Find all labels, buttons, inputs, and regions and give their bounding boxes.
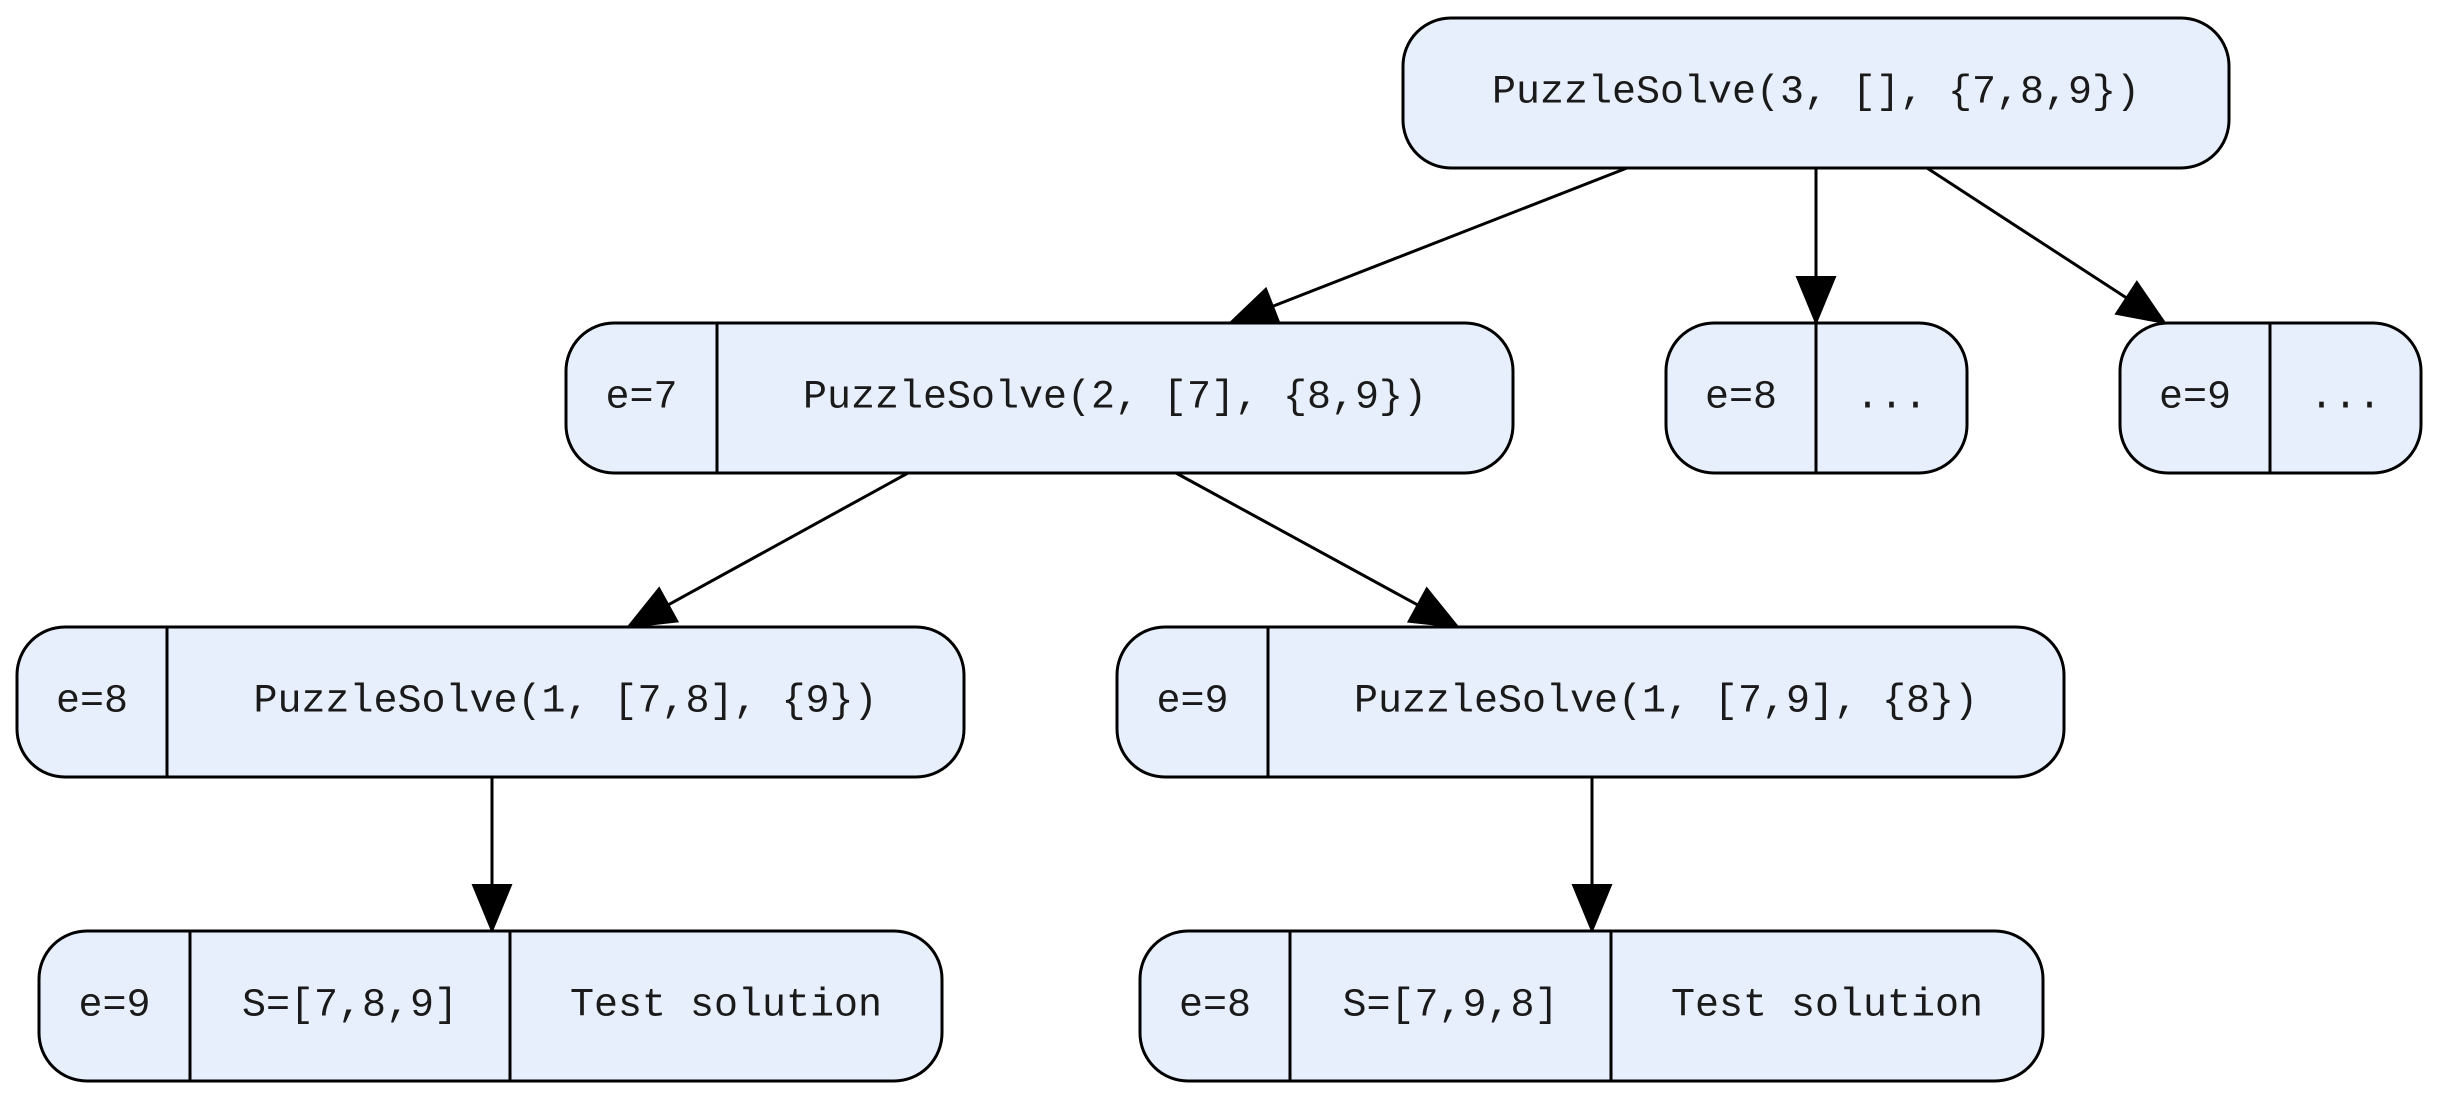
- edge-e7-e9-to-leaf-798: [1571, 777, 1613, 934]
- arrowhead-icon: [1227, 286, 1282, 325]
- node-box: [1138, 929, 2045, 1083]
- edge-e7-e8-to-leaf-789: [471, 777, 513, 934]
- arrowhead-icon: [1795, 276, 1837, 326]
- node-field-text: ...: [2309, 376, 2381, 421]
- node-field-text: e=8: [56, 680, 128, 725]
- node-field-text: PuzzleSolve(3, [], {7,8,9}): [1492, 71, 2140, 116]
- node-field-text: S=[7,9,8]: [1342, 984, 1558, 1029]
- tree-node-e7: e=7 PuzzleSolve(2, [7], {8,9}): [564, 321, 1515, 475]
- node-field-text: ...: [1855, 376, 1927, 421]
- tree-node-e7-e9: e=9 PuzzleSolve(1, [7,9], {8}): [1115, 625, 2066, 779]
- tree-node-e7-e8: e=8 PuzzleSolve(1, [7,8], {9}): [15, 625, 966, 779]
- node-field-text: PuzzleSolve(1, [7,9], {8}): [1354, 680, 1978, 725]
- edge-root-to-e9-top: [1926, 166, 2168, 325]
- edge-e7-to-e7-e8: [625, 471, 909, 629]
- node-box: [1115, 625, 2066, 779]
- arrowhead-icon: [471, 884, 513, 934]
- arrowhead-icon: [625, 586, 680, 629]
- tree-node-e8-top: e=8...: [1664, 321, 1969, 475]
- arrowhead-icon: [2114, 280, 2168, 325]
- arrowhead-icon: [1406, 586, 1461, 629]
- arrowhead-icon: [1571, 884, 1613, 934]
- node-field-text: e=8: [1179, 984, 1251, 1029]
- node-field-text: PuzzleSolve(1, [7,8], {9}): [253, 680, 877, 725]
- edge-e7-to-e7-e9: [1175, 471, 1461, 629]
- tree-node-root: PuzzleSolve(3, [], {7,8,9}): [1401, 16, 2231, 170]
- node-field-text: PuzzleSolve(2, [7], {8,9}): [803, 376, 1427, 421]
- node-field-text: S=[7,8,9]: [242, 984, 458, 1029]
- node-box: [1401, 16, 2231, 170]
- edge-line: [667, 471, 909, 607]
- node-field-text: e=9: [2159, 376, 2231, 421]
- edge-line: [1272, 166, 1628, 308]
- tree-node-leaf-789: e=9 S=[7,8,9] Test solution: [37, 929, 944, 1083]
- edge-line: [1175, 471, 1419, 607]
- node-box: [37, 929, 944, 1083]
- node-box: [564, 321, 1515, 475]
- edge-root-to-e8-top: [1795, 168, 1837, 326]
- node-field-text: e=7: [605, 376, 677, 421]
- node-box: [15, 625, 966, 779]
- tree-node-leaf-798: e=8 S=[7,9,8] Test solution: [1138, 929, 2045, 1083]
- node-field-text: Test solution: [1671, 984, 1983, 1029]
- node-field-text: e=9: [1156, 680, 1228, 725]
- edge-root-to-e7: [1227, 166, 1628, 325]
- node-field-text: e=9: [78, 984, 150, 1029]
- node-field-text: e=8: [1705, 376, 1777, 421]
- node-field-text: Test solution: [570, 984, 882, 1029]
- edges-layer: [471, 166, 2168, 934]
- tree-node-e9-top: e=9...: [2118, 321, 2423, 475]
- edge-line: [1926, 166, 2128, 300]
